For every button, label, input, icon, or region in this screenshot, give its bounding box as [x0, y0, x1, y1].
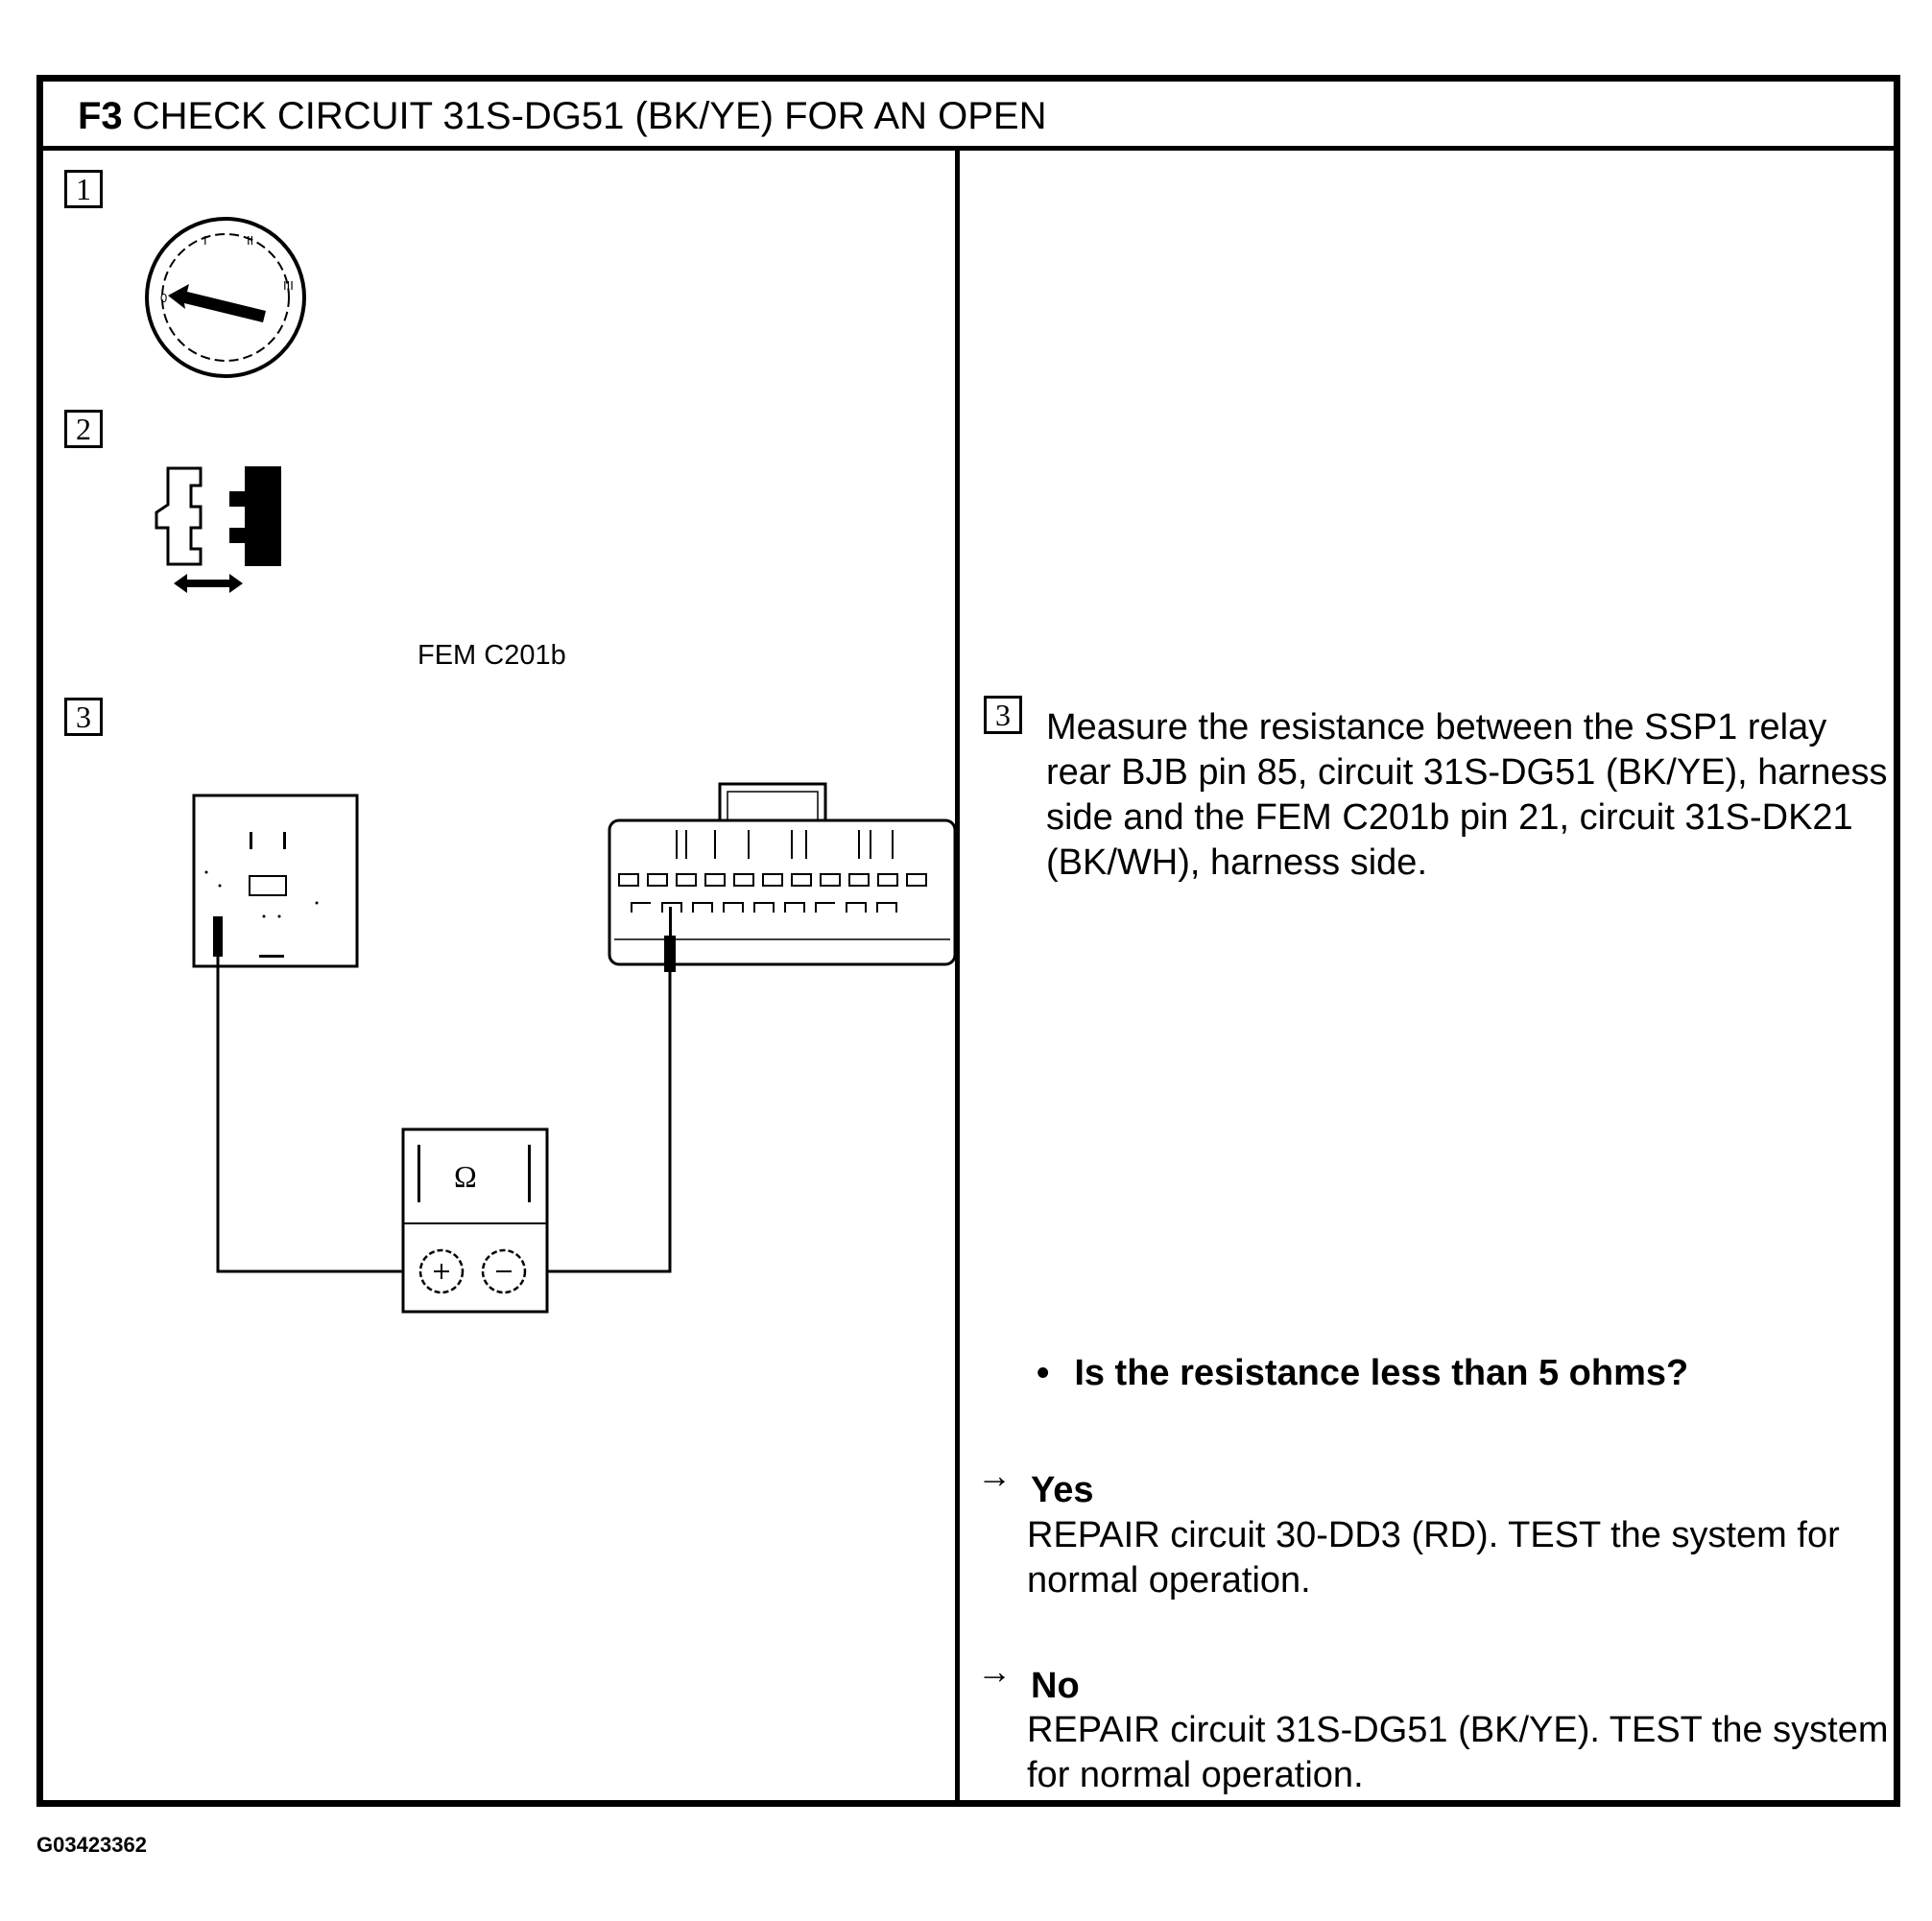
ohmmeter-icon: Ω	[401, 1127, 549, 1314]
svg-text:I: I	[203, 233, 207, 248]
test-question: •Is the resistance less than 5 ohms?	[1037, 1353, 1689, 1393]
measurement-instruction: Measure the resistance between the SSP1 …	[1046, 707, 1888, 883]
connector-disconnect-icon	[155, 466, 281, 593]
svg-text:0: 0	[160, 291, 167, 305]
step-3-box: 3	[64, 698, 103, 736]
fem-connector-icon	[608, 782, 955, 966]
no-action: REPAIR circuit 31S-DG51 (BK/YE). TEST th…	[1027, 1710, 1889, 1795]
step-code: F3	[78, 95, 123, 137]
yes-action: REPAIR circuit 30-DD3 (RD). TEST the sys…	[1027, 1515, 1840, 1601]
step-title-text: CHECK CIRCUIT 31S-DG51 (BK/YE) FOR AN OP…	[131, 95, 1047, 137]
step-2-box: 2	[64, 410, 103, 448]
question-text: Is the resistance less than 5 ohms?	[1074, 1353, 1689, 1393]
no-label: No	[1031, 1666, 1080, 1706]
ignition-key-icon: I II 0 III	[145, 217, 306, 378]
figure-id: G03423362	[36, 1833, 147, 1857]
column-divider	[955, 151, 960, 1807]
ohm-symbol: Ω	[454, 1159, 477, 1194]
svg-text:II: II	[247, 233, 253, 248]
connector-label: FEM C201b	[417, 640, 566, 671]
ohmmeter-measurement-diagram: Ω	[192, 782, 955, 1314]
svg-text:III: III	[283, 278, 294, 293]
yes-arrow-icon: →	[977, 1456, 1012, 1495]
yes-label: Yes	[1031, 1470, 1094, 1510]
right-step-3-box: 3	[984, 696, 1022, 734]
step-1-box: 1	[64, 170, 103, 208]
no-arrow-icon: →	[977, 1651, 1012, 1691]
